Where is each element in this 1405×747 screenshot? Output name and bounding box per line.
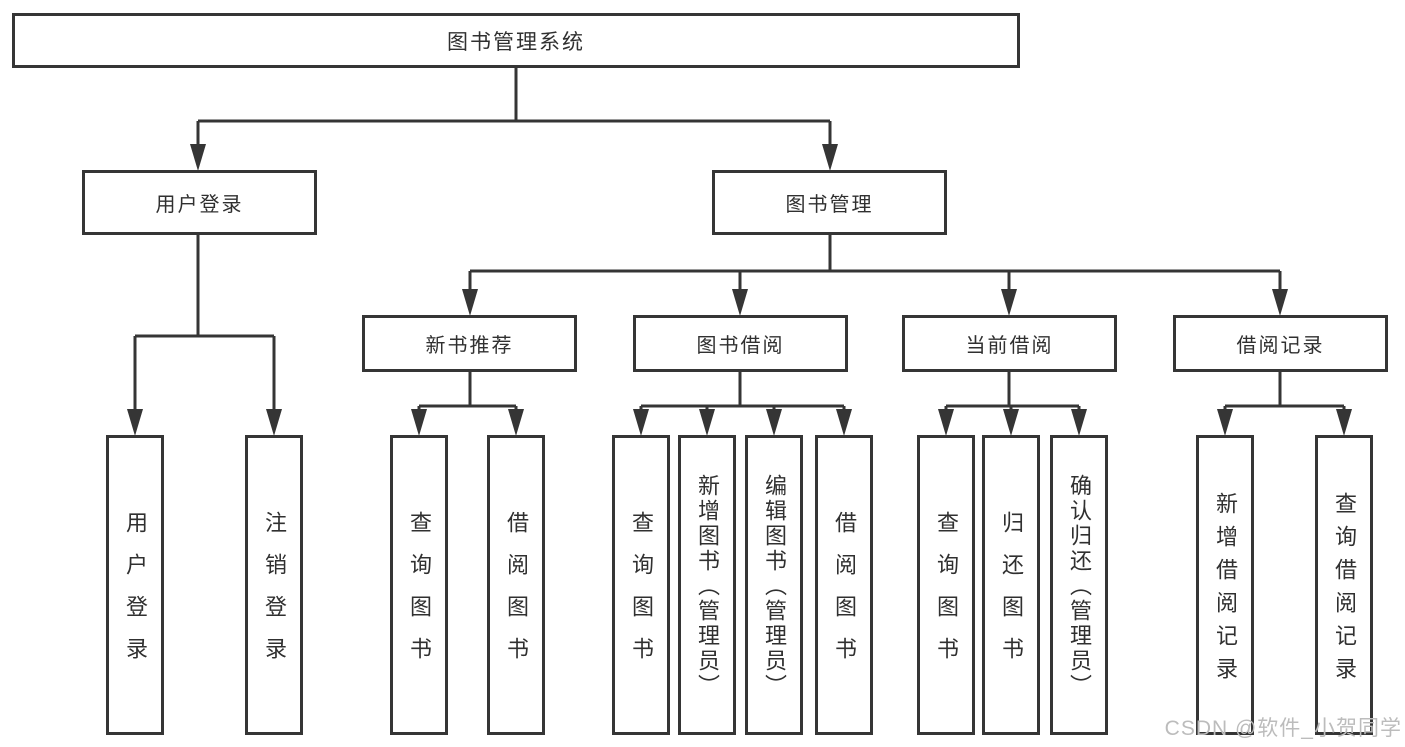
node-label: 用户登录 [123, 511, 148, 679]
leaf-user-login: 用户登录 [106, 435, 164, 735]
node-label: 查询图书 [629, 511, 654, 679]
leaf-logout: 注销登录 [245, 435, 303, 735]
leaf-confirm-return-admin: 确认归还（管理员） [1050, 435, 1108, 735]
node-label: 借阅图书 [504, 511, 529, 679]
node-new-book-recommend: 新书推荐 [362, 315, 577, 372]
node-label: 注销登录 [262, 511, 287, 679]
node-label: 新增借阅记录 [1213, 491, 1238, 690]
leaf-query-borrow-record: 查询借阅记录 [1315, 435, 1373, 735]
node-label: 查询借阅记录 [1332, 491, 1357, 690]
node-label: 编辑图书（管理员） [762, 474, 787, 699]
node-user-login: 用户登录 [82, 170, 317, 235]
node-borrow-records: 借阅记录 [1173, 315, 1388, 372]
node-label: 确认归还（管理员） [1067, 474, 1092, 699]
leaf-query-books-borrow: 查询图书 [612, 435, 670, 735]
leaf-query-books-recommend: 查询图书 [390, 435, 448, 735]
leaf-return-book: 归还图书 [982, 435, 1040, 735]
node-label: 归还图书 [999, 511, 1024, 679]
leaf-add-borrow-record: 新增借阅记录 [1196, 435, 1254, 735]
leaf-edit-book-admin: 编辑图书（管理员） [745, 435, 803, 735]
arrowheads [127, 144, 1352, 436]
node-label: 查询图书 [407, 511, 432, 679]
leaf-query-books-current: 查询图书 [917, 435, 975, 735]
leaf-borrow-books-borrow: 借阅图书 [815, 435, 873, 735]
node-label: 新增图书（管理员） [695, 474, 720, 699]
node-label: 借阅图书 [832, 511, 857, 679]
node-book-borrow: 图书借阅 [633, 315, 848, 372]
leaf-add-book-admin: 新增图书（管理员） [678, 435, 736, 735]
leaf-borrow-books-recommend: 借阅图书 [487, 435, 545, 735]
node-current-borrow: 当前借阅 [902, 315, 1117, 372]
node-root: 图书管理系统 [12, 13, 1020, 68]
watermark: CSDN @软件_小贺同学 [1164, 717, 1402, 740]
node-book-management: 图书管理 [712, 170, 947, 235]
node-label: 查询图书 [934, 511, 959, 679]
